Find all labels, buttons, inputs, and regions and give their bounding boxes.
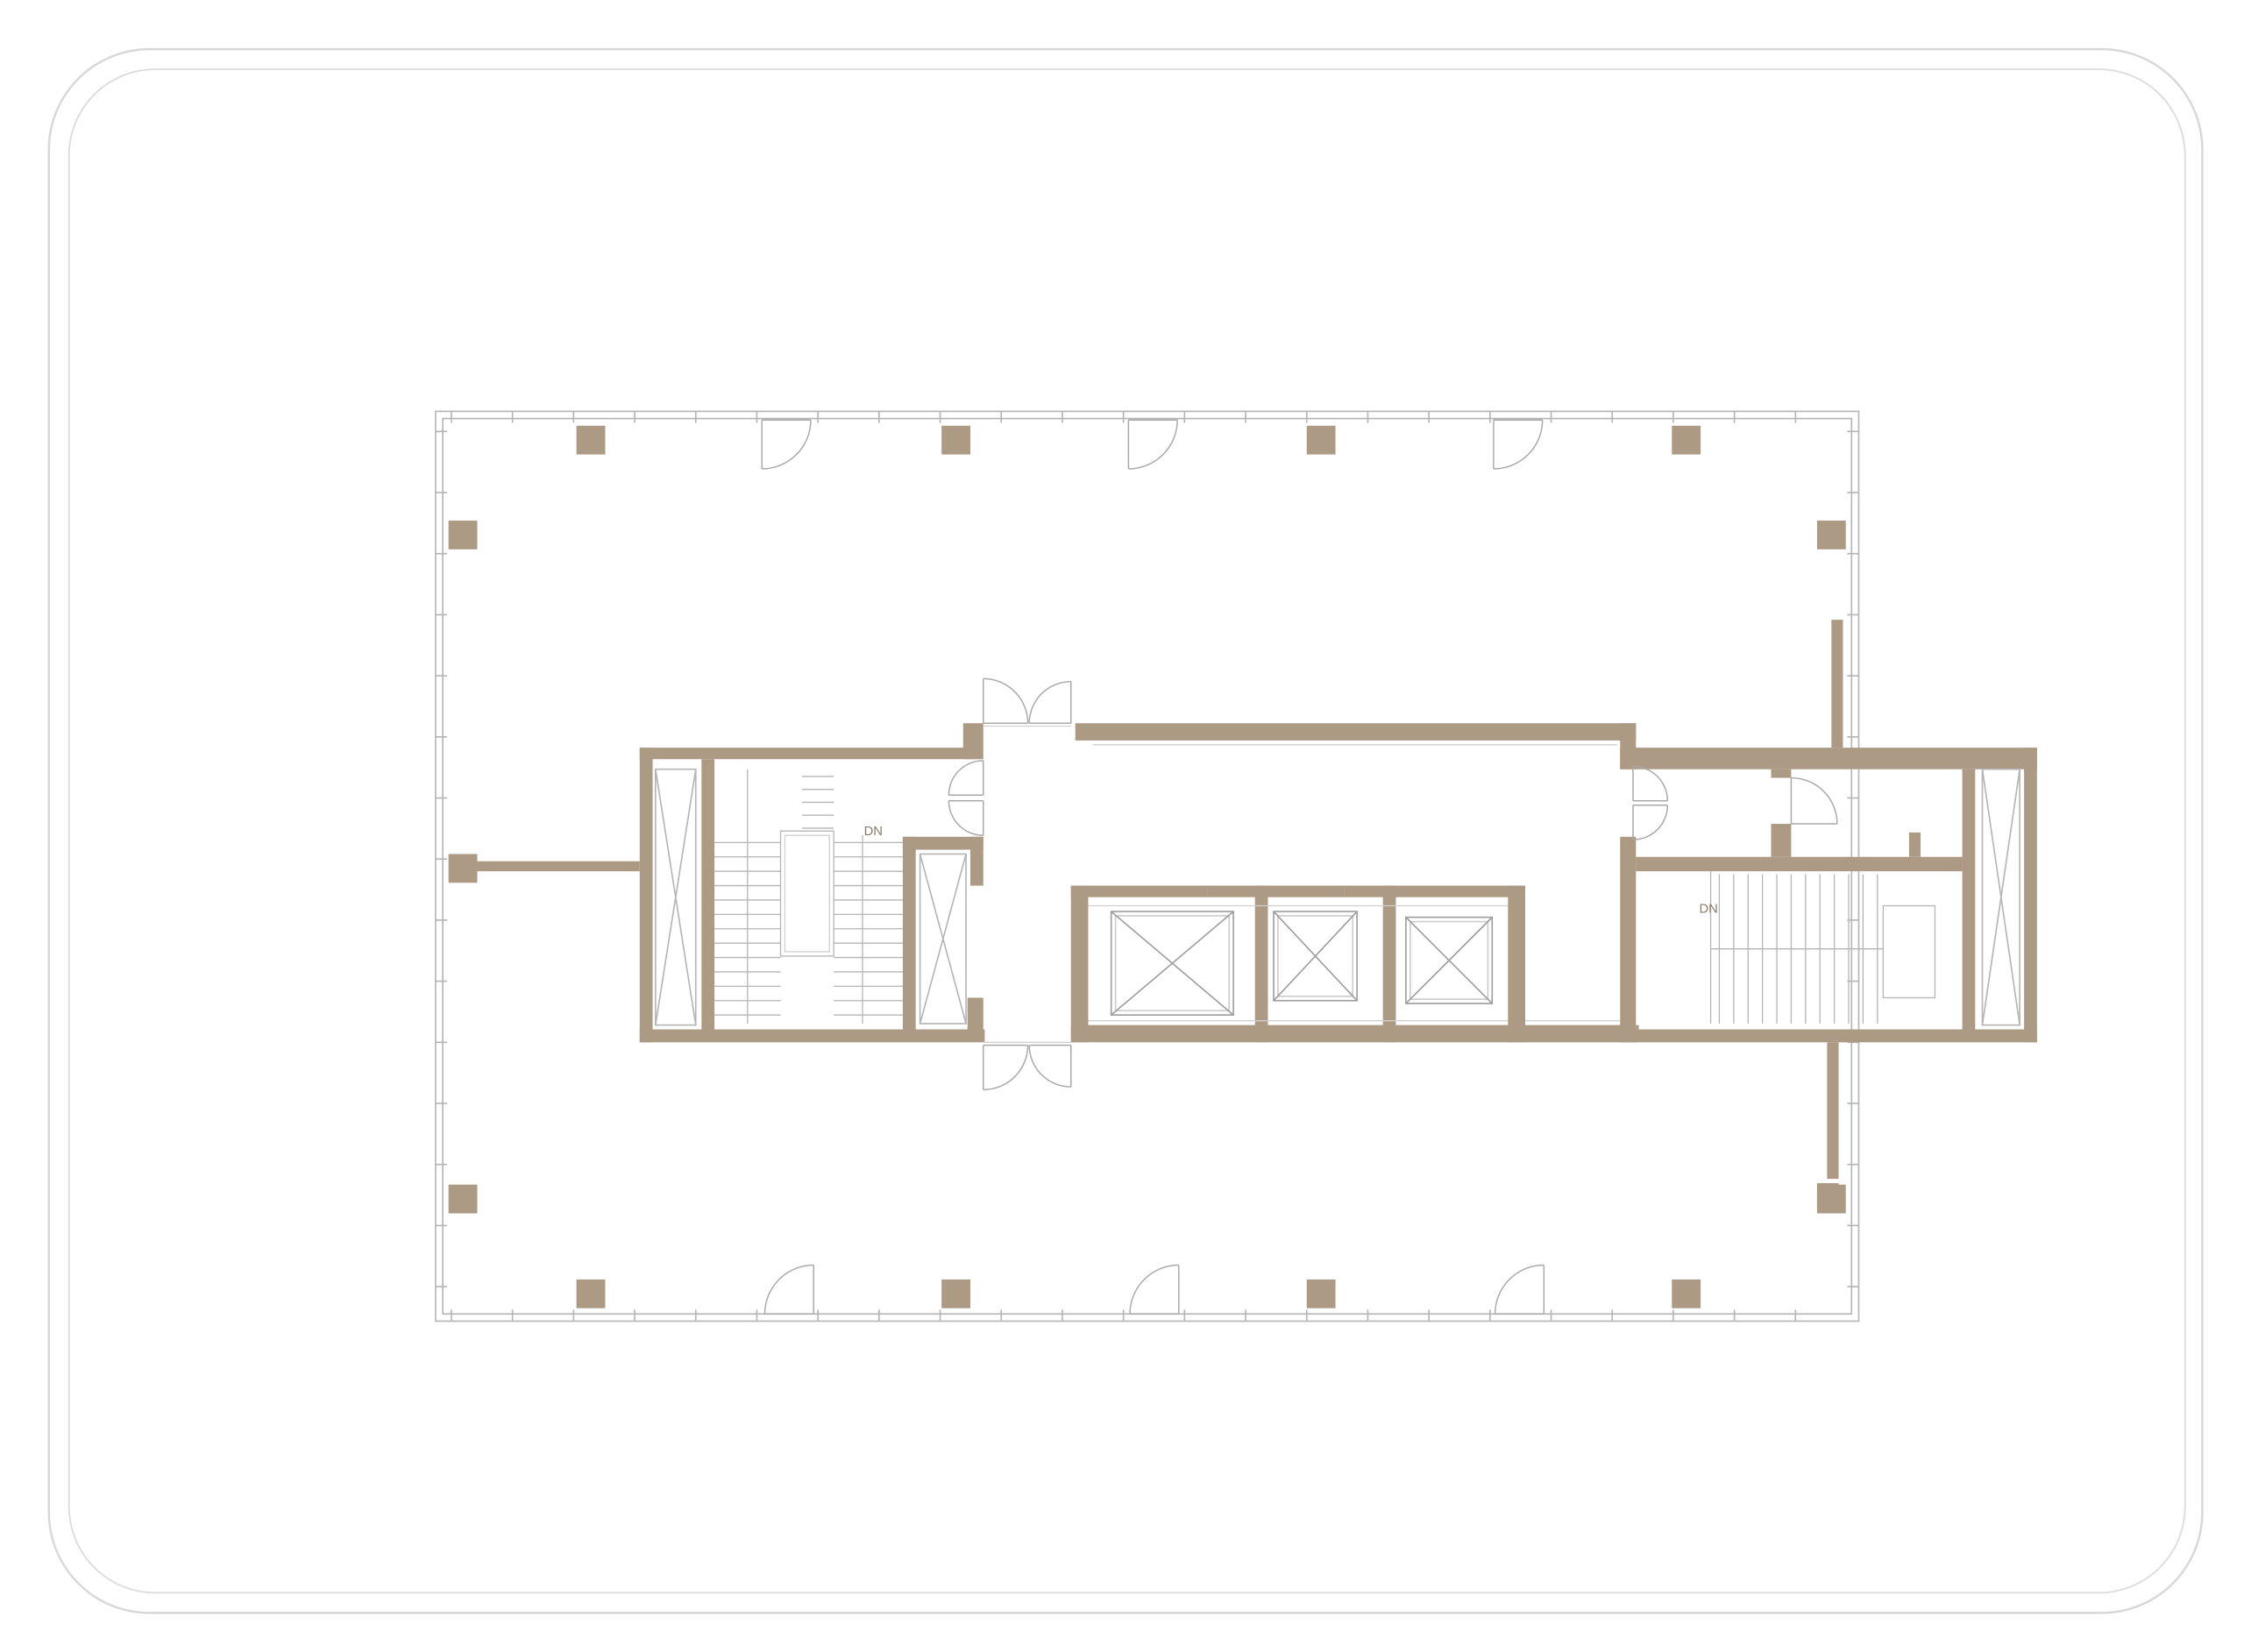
door-swing [948,800,984,836]
mullions [435,411,1859,1322]
column [1672,425,1701,455]
shaft-east [1981,768,2020,1026]
elevator-2 [1273,911,1358,1002]
stair-west-treads [714,776,903,1016]
core-walls [474,620,2037,1212]
column [941,1279,970,1308]
door-swing [948,760,984,796]
door-swing [1028,1045,1071,1088]
door-swing [1791,776,1838,825]
column [448,1184,478,1214]
door-swing [1128,420,1178,470]
door-swing [1028,680,1071,724]
column [1816,521,1846,549]
stair-east [1709,871,1936,1024]
elevator-1 [1110,911,1234,1016]
elevator-3 [1405,916,1494,1004]
door-swing [762,420,812,470]
door-swing [763,1264,814,1315]
stair-west [714,769,903,1024]
stair-east-dn-label: DN [1699,903,1717,917]
elevators [1110,911,1494,1016]
shafts [655,768,2020,1026]
shaft-west [655,768,697,1026]
column [448,521,478,549]
column [941,425,970,455]
column [1672,1279,1701,1308]
shaft-duct [919,853,967,1025]
inner-frame [67,68,2186,1594]
column [576,1279,606,1308]
door-swing [1493,420,1544,470]
outer-frame [47,47,2204,1614]
column [448,854,478,883]
door-swing [1494,1264,1545,1315]
door-swing [1129,1264,1179,1315]
column [1306,425,1336,455]
door-swing [983,1045,1029,1091]
column [1306,1279,1336,1308]
door-swing [983,677,1029,724]
column [576,425,606,455]
door-swing [1633,765,1669,801]
door-swing [1633,805,1669,840]
doors [761,419,1838,1315]
stair-west-dn-label: DN [864,825,883,839]
lobby-lines [983,725,1621,1043]
